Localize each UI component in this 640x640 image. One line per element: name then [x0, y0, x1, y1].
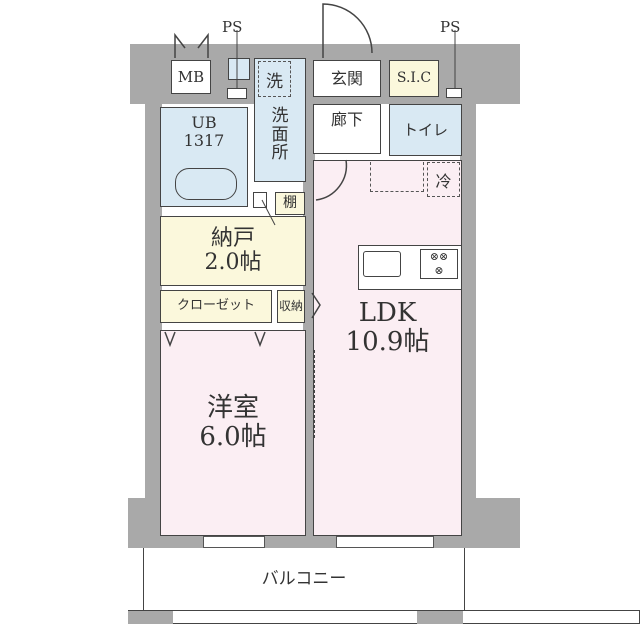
shelf-label: 棚	[283, 194, 297, 211]
ps-box-mid	[253, 192, 267, 208]
washer-space: 洗	[258, 61, 291, 97]
room-ldk: LDK 10.9帖	[313, 160, 462, 536]
right-pillar	[462, 498, 520, 548]
fridge-space: 冷	[427, 162, 460, 197]
bathtub-icon	[175, 168, 237, 200]
mb-label: MB	[177, 67, 205, 86]
storage-door-icon	[311, 292, 321, 319]
ps-shaft-left	[228, 58, 250, 80]
closet-door-icon	[164, 331, 266, 348]
kitchen-counter	[358, 245, 462, 290]
washroom-label: 洗 面 所	[271, 105, 289, 164]
hallway-label: 廊下	[330, 110, 363, 129]
room-entrance: 玄関	[313, 60, 381, 97]
balcony-rail-post-left	[128, 611, 173, 624]
storage-room-name: 納戸	[210, 225, 255, 251]
left-wall	[145, 100, 162, 540]
center-wall	[303, 100, 315, 548]
room-hallway: 廊下	[313, 104, 381, 154]
room-sic[interactable]: S.I.C	[389, 60, 439, 97]
storage-label: 収納	[278, 298, 303, 313]
room-storage-room[interactable]: 納戸 2.0帖	[160, 216, 306, 286]
room-toilet: トイレ	[389, 104, 462, 156]
ldk-size: 10.9帖	[345, 327, 430, 357]
room-storage[interactable]: 収納	[277, 290, 305, 323]
room-washroom: 洗 面 所	[254, 58, 306, 182]
balcony-rail-post-right	[417, 611, 463, 624]
mb-door-icon	[174, 32, 209, 58]
washer-label: 洗	[266, 71, 283, 92]
storage-room-size: 2.0帖	[204, 250, 262, 275]
room-mb: MB	[171, 60, 211, 94]
western-room-name: 洋室	[206, 393, 259, 424]
ldk-door-icon	[315, 159, 348, 201]
window-western	[203, 536, 265, 548]
ub-label: UB 1317	[183, 113, 225, 150]
toilet-label: トイレ	[402, 120, 448, 139]
ldk-name: LDK	[358, 298, 417, 329]
room-closet[interactable]: クローゼット	[160, 290, 272, 323]
stove-icon: ⊗⊗⊗	[420, 249, 458, 279]
balcony: バルコニー	[143, 548, 465, 611]
entrance-label: 玄関	[330, 68, 363, 88]
entrance-door-icon	[322, 3, 373, 58]
ps-mid-leader	[261, 199, 276, 226]
dashed-counter-space	[370, 162, 424, 192]
western-room-size: 6.0帖	[199, 422, 267, 452]
balcony-label: バルコニー	[261, 568, 347, 589]
room-western: 洋室 6.0帖	[160, 330, 306, 536]
closet-label: クローゼット	[176, 298, 255, 314]
sic-label: S.I.C	[396, 69, 432, 86]
right-wall	[460, 100, 476, 540]
ps-box-left	[227, 88, 247, 99]
room-shelf: 棚	[275, 192, 305, 215]
fridge-label: 冷	[435, 171, 452, 191]
ps-box-right	[446, 88, 462, 98]
window-ldk	[336, 536, 434, 548]
sink-icon	[363, 251, 401, 277]
